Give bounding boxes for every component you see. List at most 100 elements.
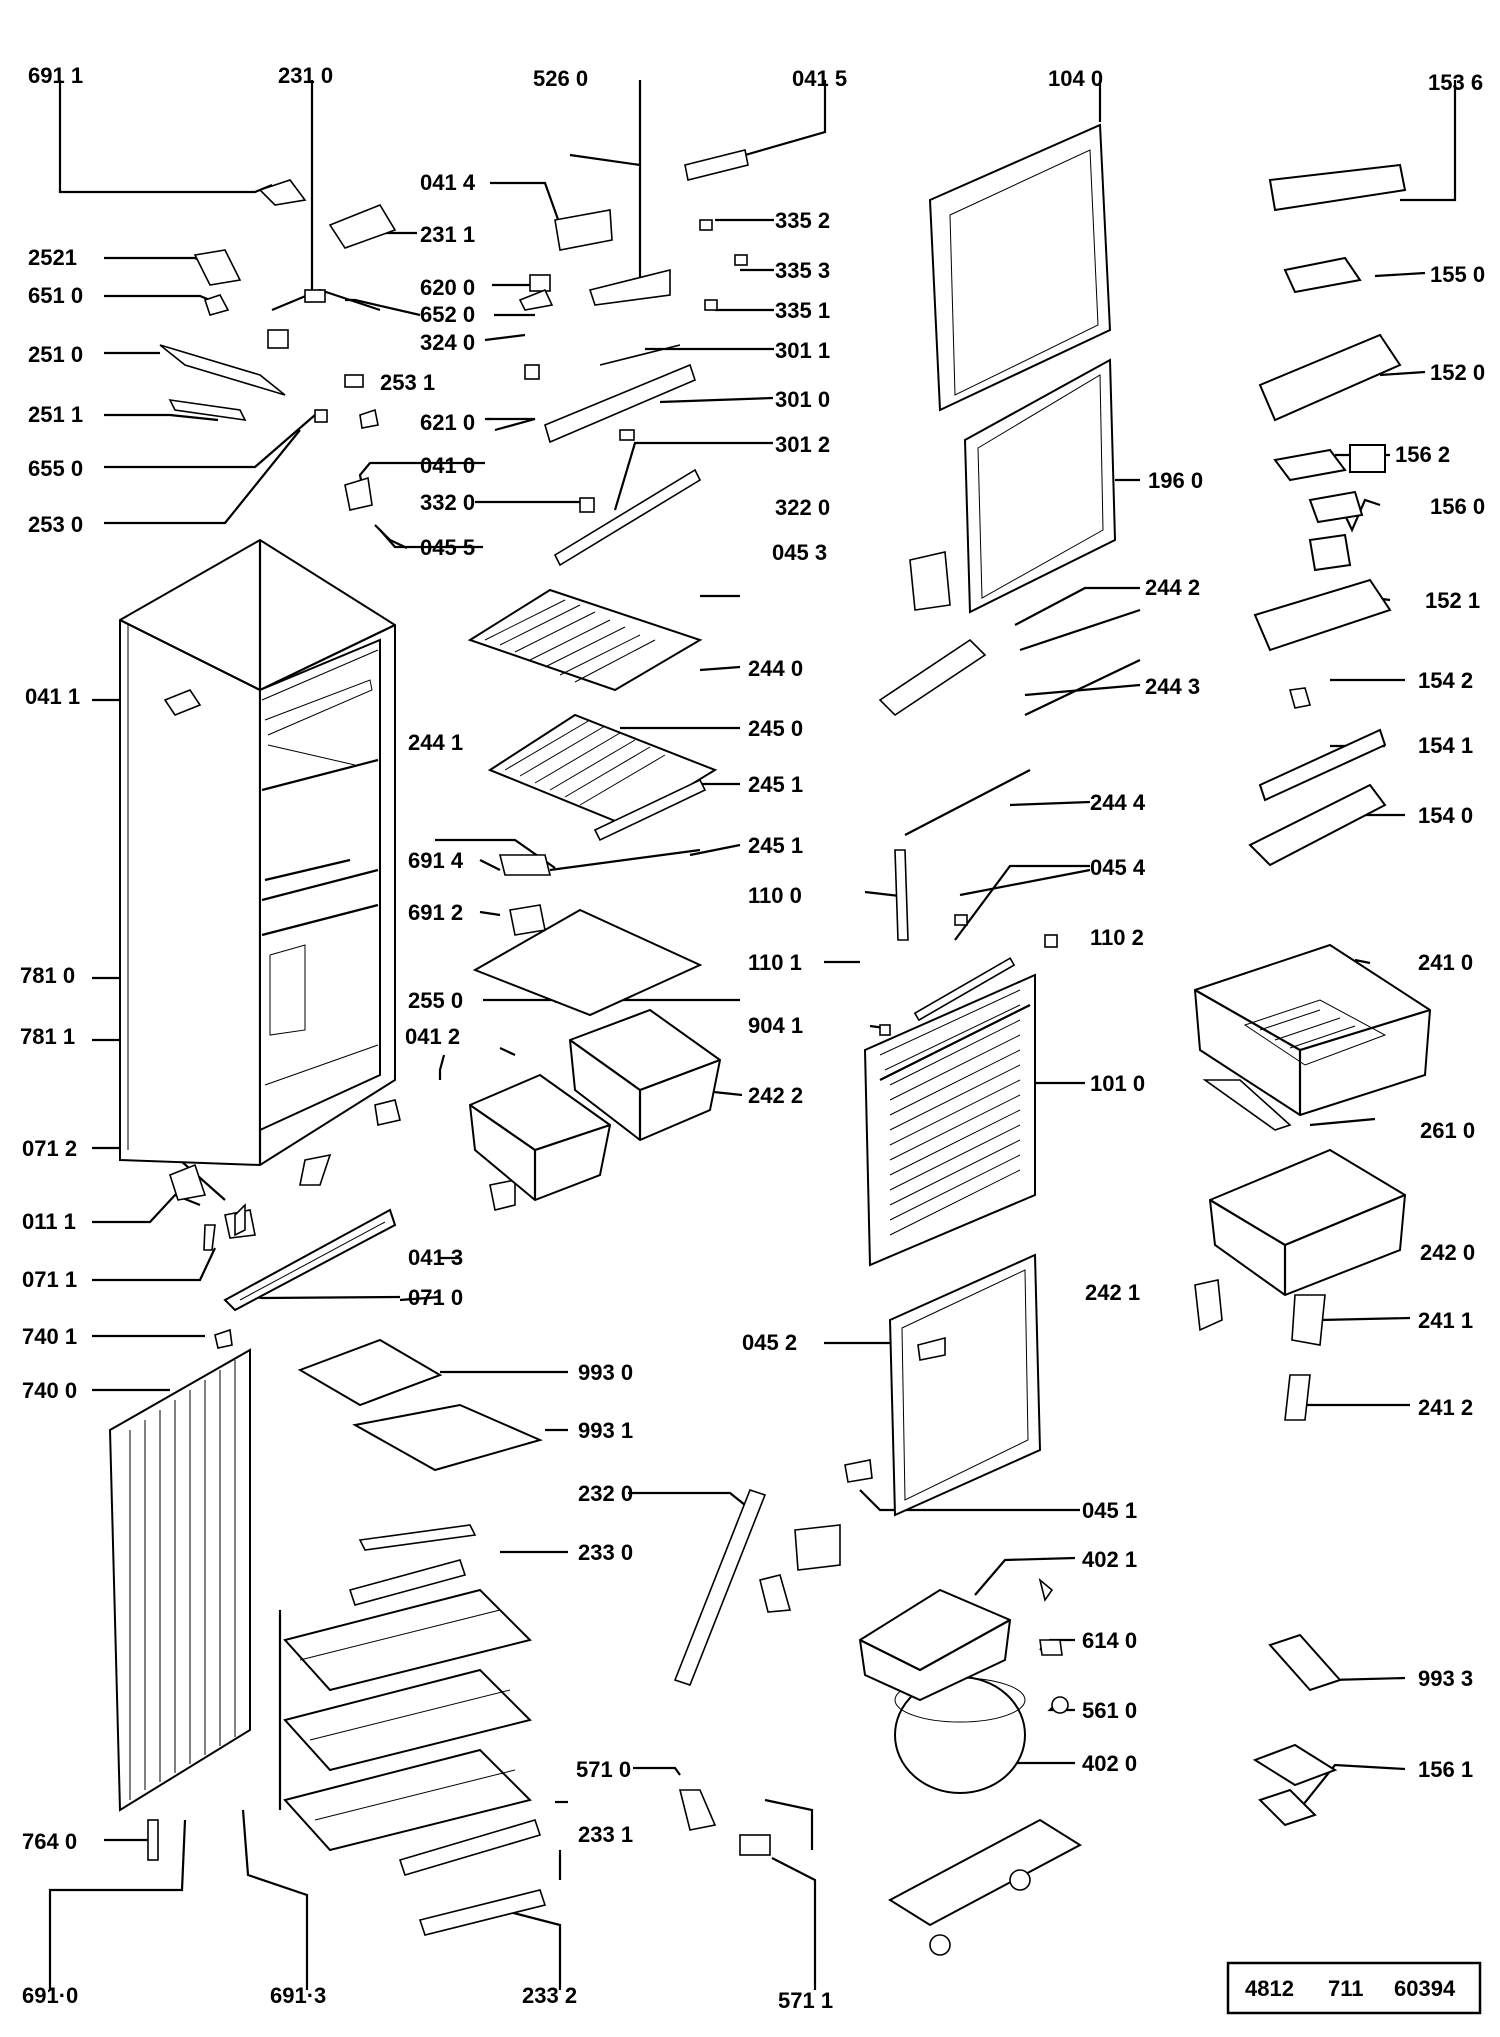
part-label-402-1: 402 1 xyxy=(1082,1547,1137,1572)
crisper-drawer xyxy=(1193,943,1432,1117)
part-label-041-2: 041 2 xyxy=(405,1024,460,1049)
fridge-door xyxy=(863,973,1036,1267)
part-label-041-3: 041 3 xyxy=(408,1245,463,1270)
condenser-coil xyxy=(108,1328,251,1861)
part-label-253-0: 253 0 xyxy=(28,512,83,537)
part-label-691-0: 691·0 xyxy=(22,1983,78,2008)
doc-number-part1: 4812 xyxy=(1245,1976,1294,2001)
part-label-993-1: 993 1 xyxy=(578,1418,633,1443)
part-label-261-0: 261 0 xyxy=(1420,1118,1475,1143)
part-label-244-2: 244 2 xyxy=(1145,575,1200,600)
part-label-244-4: 244 4 xyxy=(1090,790,1146,815)
part-label-571-1: 571 1 xyxy=(778,1988,833,2013)
part-label-621-0: 621 0 xyxy=(420,410,475,435)
part-label-781-1: 781 1 xyxy=(20,1024,75,1049)
part-label-691-2: 691 2 xyxy=(408,900,463,925)
part-label-691-3: 691·3 xyxy=(270,1983,326,2008)
part-label-196-0: 196 0 xyxy=(1148,468,1203,493)
part-label-614-0: 614 0 xyxy=(1082,1628,1137,1653)
part-label-251-0: 251 0 xyxy=(28,342,83,367)
part-label-233-2: 233 2 xyxy=(522,1983,577,2008)
part-label-104-0: 104 0 xyxy=(1048,66,1103,91)
part-label-244-3: 244 3 xyxy=(1145,674,1200,699)
part-label-071-1: 071 1 xyxy=(22,1267,77,1292)
part-label-245-0: 245 0 xyxy=(748,716,803,741)
document-number-box: 4812 711 60394 xyxy=(1226,1961,1482,2015)
part-label-041-4: 041 4 xyxy=(420,170,476,195)
part-label-156-1: 156 1 xyxy=(1418,1757,1473,1782)
part-label-740-0: 740 0 xyxy=(22,1378,77,1403)
part-label-301-0: 301 0 xyxy=(775,387,830,412)
part-label-571-0: 571 0 xyxy=(576,1757,631,1782)
part-label-764-0: 764 0 xyxy=(22,1829,77,1854)
part-labels: 691 1 231 0 526 0 041 5 104 0 153 6 041 … xyxy=(20,63,1485,2013)
part-label-691-1: 691 1 xyxy=(28,63,83,88)
crisper-drawer-lower xyxy=(1208,1148,1407,1297)
part-label-011-1: 011 1 xyxy=(22,1209,76,1234)
part-label-232-0: 232 0 xyxy=(578,1481,633,1506)
part-label-620-0: 620 0 xyxy=(420,275,475,300)
part-label-244-0: 244 0 xyxy=(748,656,803,681)
part-label-110-1: 110 1 xyxy=(748,950,802,975)
part-label-740-1: 740 1 xyxy=(22,1324,77,1349)
part-label-231-1: 231 1 xyxy=(420,222,475,247)
part-label-045-2: 045 2 xyxy=(742,1330,797,1355)
part-label-110-0: 110 0 xyxy=(748,883,802,908)
part-label-041-0: 041 0 xyxy=(420,453,475,478)
part-label-156-2: 156 2 xyxy=(1395,442,1450,467)
part-label-691-4: 691 4 xyxy=(408,848,464,873)
part-label-301-1: 301 1 xyxy=(775,338,830,363)
cabinet-body xyxy=(119,538,396,1167)
part-label-152-0: 152 0 xyxy=(1430,360,1485,385)
part-label-561-0: 561 0 xyxy=(1082,1698,1137,1723)
freezer-door xyxy=(928,123,1112,412)
compressor xyxy=(858,1577,1082,1956)
part-label-231-0: 231 0 xyxy=(278,63,333,88)
part-label-241-2: 241 2 xyxy=(1418,1395,1473,1420)
part-label-244-1: 244 1 xyxy=(408,730,463,755)
part-label-402-0: 402 0 xyxy=(1082,1751,1137,1776)
part-label-993-0: 993 0 xyxy=(578,1360,633,1385)
part-label-526-0: 526 0 xyxy=(533,66,588,91)
part-label-301-2: 301 2 xyxy=(775,432,830,457)
part-label-045-4: 045 4 xyxy=(1090,855,1146,880)
freezer-door-gasket xyxy=(963,358,1117,614)
part-label-154-1: 154 1 xyxy=(1418,733,1473,758)
part-label-242-2: 242 2 xyxy=(748,1083,803,1108)
part-label-332-0: 332 0 xyxy=(420,490,475,515)
part-label-233-1: 233 1 xyxy=(578,1822,633,1847)
part-label-045-5: 045 5 xyxy=(420,535,475,560)
part-label-993-3: 993 3 xyxy=(1418,1666,1473,1691)
part-label-335-2: 335 2 xyxy=(775,208,830,233)
part-label-156-0: 156 0 xyxy=(1430,494,1485,519)
part-label-324-0: 324 0 xyxy=(420,330,475,355)
part-label-110-2: 110 2 xyxy=(1090,925,1144,950)
part-label-242-1: 242 1 xyxy=(1085,1280,1140,1305)
part-label-904-1: 904 1 xyxy=(748,1013,803,1038)
part-label-155-0: 155 0 xyxy=(1430,262,1485,287)
part-label-335-3: 335 3 xyxy=(775,258,830,283)
part-label-245-1a: 245 1 xyxy=(748,772,803,797)
part-label-101-0: 101 0 xyxy=(1090,1071,1145,1096)
part-label-071-0: 071 0 xyxy=(408,1285,463,1310)
part-label-242-0: 242 0 xyxy=(1420,1240,1475,1265)
part-label-152-1: 152 1 xyxy=(1425,588,1480,613)
part-label-335-1: 335 1 xyxy=(775,298,830,323)
part-label-153-6: 153 6 xyxy=(1428,70,1483,95)
part-label-781-0: 781 0 xyxy=(20,963,75,988)
part-label-045-3: 045 3 xyxy=(772,540,827,565)
parts xyxy=(108,123,1432,1956)
part-label-322-0: 322 0 xyxy=(775,495,830,520)
part-label-071-2: 071 2 xyxy=(22,1136,77,1161)
glass-shelves xyxy=(467,588,718,1017)
part-label-651-0: 651 0 xyxy=(28,283,83,308)
part-label-041-1: 041 1 xyxy=(25,684,80,709)
part-label-251-1: 251 1 xyxy=(28,402,83,427)
part-label-241-0: 241 0 xyxy=(1418,950,1473,975)
part-label-652-0: 652 0 xyxy=(420,302,475,327)
part-label-2521: 2521 xyxy=(28,245,77,270)
part-label-255-0: 255 0 xyxy=(408,988,463,1013)
part-label-253-1: 253 1 xyxy=(380,370,435,395)
fridge-door-gasket xyxy=(888,1253,1042,1517)
